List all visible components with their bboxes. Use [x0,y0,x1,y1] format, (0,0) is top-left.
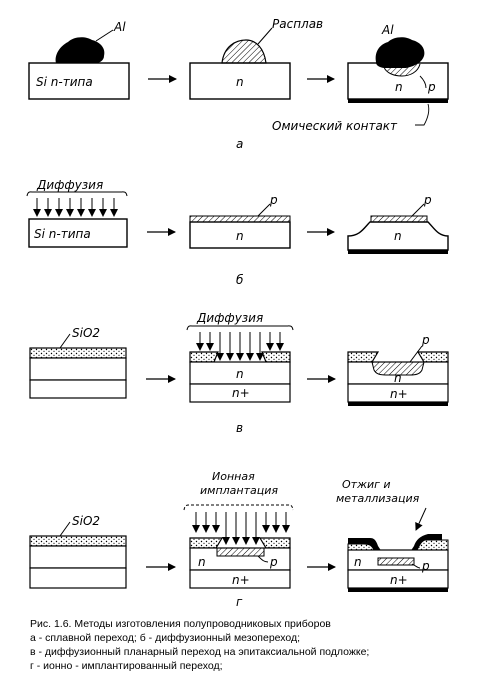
p-layer-b3 [370,215,428,223]
sio2-left-c3 [347,351,380,363]
diffusion-label-b: Диффузия [36,178,103,192]
p-label-d2: p [269,555,278,569]
si-substrate-a1 [28,62,130,100]
row-d-ion-implanted: SiO2 Ионная имплантация n p n+ [29,470,449,609]
ohmic-contact-d3 [348,588,448,592]
n-label-b3: n [394,229,402,243]
sio2-left-d2 [189,537,224,549]
p-region-c3 [371,361,425,376]
anneal-label-2: металлизация [336,492,420,505]
n-label-d2: n [198,555,206,569]
figure-caption-line-b: в - диффузионный планарный переход на эп… [30,646,370,658]
p-region-d3 [377,557,415,566]
n-label-a3: n [395,80,403,94]
implant-arrows-d [192,512,290,545]
ohmic-contact-label: Омический контакт [272,119,398,133]
n-plus-label-c2: n+ [232,386,250,400]
n-plus-layer-c2 [189,383,291,403]
si-substrate-b2 [189,221,291,249]
sio2-layer-d1 [29,535,127,547]
ohmic-contact-b3 [348,250,448,254]
n-plus-label-c3: n+ [390,387,408,401]
diffusion-arrows-b [33,198,118,217]
p-layer-b2 [189,215,291,223]
ohmic-contact-bar [348,99,448,103]
ion-implant-label-1: Ионная [212,470,255,483]
melt-label: Расплав [272,17,323,31]
n-label-d3: n [354,555,362,569]
sio2-left-d3 [347,543,375,551]
n-plus-label-d2: n+ [232,573,250,587]
row-letter-a: а [236,137,243,151]
diffusion-arrows-c [196,332,284,361]
diffusion-label-c: Диффузия [196,311,263,325]
al-label-a3: Al [381,23,394,37]
al-blob-a3 [375,37,425,68]
n-plus-layer-d1 [29,567,127,589]
ohmic-contact-c3 [348,402,448,406]
al-label-a1: Al [113,20,126,34]
p-label-b2: p [269,193,278,207]
sio2-left-c2 [189,351,219,363]
n-label-a2: n [236,75,244,89]
si-n-type-label-b: Si n-типа [34,227,91,241]
n-plus-layer-c1 [29,379,127,399]
figure-caption-title: Рис. 1.6. Методы изготовления полупровод… [30,618,331,630]
sio2-right-c2 [261,351,291,363]
n-layer-d1 [29,545,127,569]
p-label-a3: p [427,80,436,94]
sio2-right-d2 [258,537,291,549]
p-region-a3 [383,63,421,77]
ion-implant-label-2: имплантация [200,484,278,497]
row-b-diffusion-mesa: Диффузия Si n-типа n p n p б [26,178,449,287]
figure-caption-line-a: а - сплавной переход; б - диффузионный м… [30,632,301,644]
anneal-label-1: Отжиг и [342,478,391,491]
p-label-d3: p [421,559,430,573]
row-a-alloy-junction: Al Si n-типа Расплав n Al n p Омический … [28,17,449,151]
si-n-type-label-a: Si n-типа [36,75,93,89]
sio2-right-c3 [416,351,449,363]
si-substrate-b1 [28,218,128,248]
row-letter-d: г [236,595,243,609]
figure-caption-line-c: г - ионно - имплантированный переход; [30,660,223,672]
mesa-body-b3 [347,221,449,251]
melt-dome [221,39,267,64]
fabrication-methods-diagram: Al Si n-типа Расплав n Al n p Омический … [26,17,449,609]
n-plus-layer-d2 [189,569,291,589]
n-plus-label-d3: n+ [390,573,408,587]
n-label-c3: n [394,371,402,385]
al-blob-a1 [55,37,105,63]
sio2-layer-c1 [29,347,127,359]
row-letter-c: в [236,421,243,435]
n-label-c2: n [236,367,244,381]
p-label-c3: p [421,333,430,347]
sio2-label-c: SiO2 [72,326,100,340]
p-label-b3: p [423,193,432,207]
row-c-diffusion-planar: SiO2 Диффузия n n+ [29,311,449,435]
sio2-label-d: SiO2 [72,514,100,528]
si-substrate-a2 [189,62,291,100]
row-letter-b: б [236,273,244,287]
n-layer-c1 [29,357,127,381]
p-region-d2 [216,547,265,557]
n-label-b2: n [236,229,244,243]
sio2-right-d3 [415,539,449,553]
metallization-d3 [348,534,442,558]
